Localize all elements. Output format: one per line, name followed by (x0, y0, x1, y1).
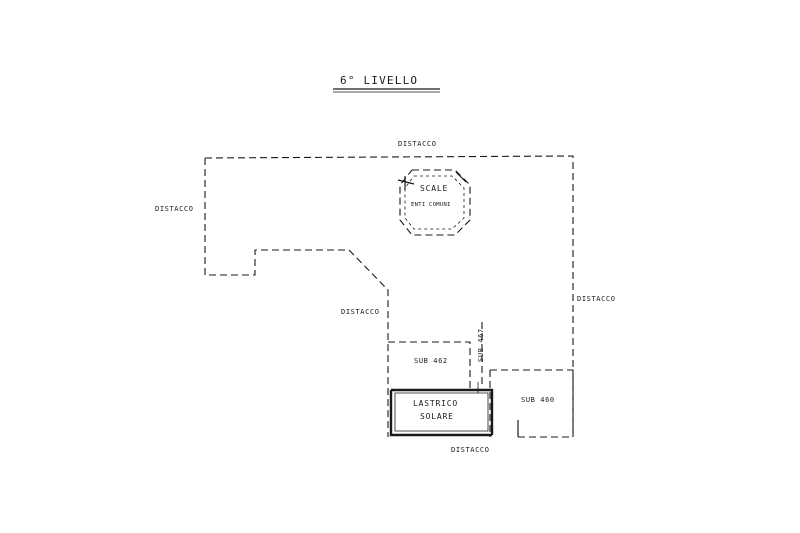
label-distacco-mid: DISTACCO (341, 308, 380, 316)
sub-467-outline (481, 322, 491, 437)
label-distacco-bottom: DISTACCO (451, 446, 490, 454)
label-solare: SOLARE (420, 412, 454, 421)
plan-title: 6° LIVELLO (340, 74, 418, 87)
label-distacco-top: DISTACCO (398, 140, 437, 148)
lastrico-inner (394, 392, 489, 432)
label-distacco-left: DISTACCO (155, 205, 194, 213)
label-sub-460: SUB 460 (521, 396, 555, 404)
label-sub-462: SUB 462 (414, 357, 448, 365)
staircase-mark-left (397, 179, 415, 185)
staircase-mark-right (455, 171, 467, 183)
label-lastrico: LASTRICO (413, 399, 458, 408)
sub-460-outline (490, 369, 574, 438)
label-sub-467: SUB 467 (477, 328, 485, 362)
label-distacco-right: DISTACCO (577, 295, 616, 303)
floor-outline (204, 155, 574, 437)
sub-462-outline (388, 341, 471, 388)
label-scale: SCALE (420, 184, 448, 193)
staircase-inner (404, 175, 465, 230)
label-enti-comuni: ENTI COMUNI (411, 202, 451, 208)
lastrico-outline (389, 388, 494, 437)
staircase-outline (399, 169, 471, 236)
